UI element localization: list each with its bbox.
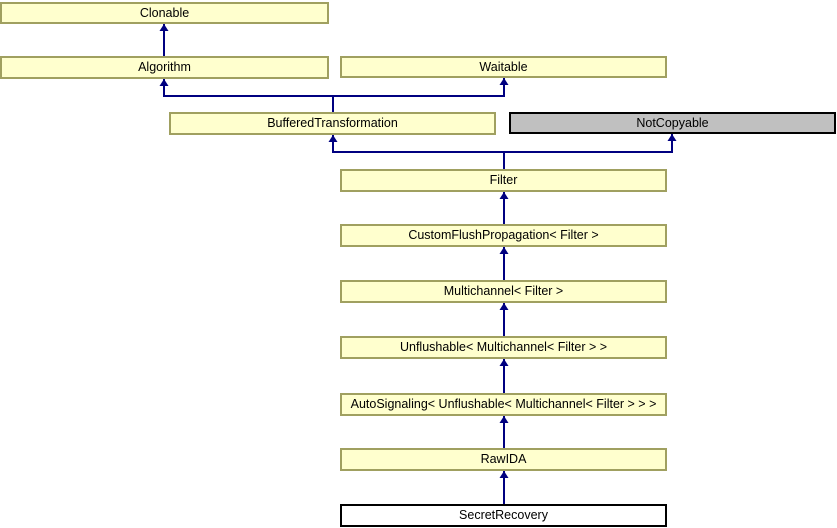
inheritance-edge-filter-to-buffered-transformation — [332, 135, 505, 169]
class-node-label: AutoSignaling< Unflushable< Multichannel… — [350, 397, 657, 412]
class-node-multichannel[interactable]: Multichannel< Filter > — [340, 280, 667, 303]
class-node-label: RawIDA — [480, 452, 527, 467]
class-node-label: Filter — [489, 173, 518, 188]
arrowhead-icon — [159, 24, 169, 31]
class-node-custom-flush-propagation[interactable]: CustomFlushPropagation< Filter > — [340, 224, 667, 247]
inheritance-edge-buffered-transformation-to-algorithm — [163, 79, 334, 112]
arrowhead-icon — [499, 359, 509, 366]
class-node-not-copyable: NotCopyable — [509, 112, 836, 134]
arrowhead-icon — [499, 247, 509, 254]
arrowhead-icon — [499, 471, 509, 478]
class-node-label: NotCopyable — [636, 115, 709, 130]
class-node-algorithm[interactable]: Algorithm — [0, 56, 329, 79]
class-node-filter[interactable]: Filter — [340, 169, 667, 192]
class-node-waitable[interactable]: Waitable — [340, 56, 667, 78]
arrowhead-icon — [328, 135, 338, 142]
arrowhead-icon — [499, 416, 509, 423]
class-node-raw-ida[interactable]: RawIDA — [340, 448, 667, 471]
class-node-label: Waitable — [479, 59, 528, 74]
class-node-label: BufferedTransformation — [267, 116, 398, 131]
class-node-secret-recovery: SecretRecovery — [340, 504, 667, 527]
class-node-auto-signaling[interactable]: AutoSignaling< Unflushable< Multichannel… — [340, 393, 667, 416]
class-node-label: CustomFlushPropagation< Filter > — [408, 228, 599, 243]
class-node-label: Algorithm — [138, 60, 191, 75]
arrowhead-icon — [499, 303, 509, 310]
class-node-unflushable[interactable]: Unflushable< Multichannel< Filter > > — [340, 336, 667, 359]
class-node-label: Unflushable< Multichannel< Filter > > — [399, 340, 608, 355]
arrowhead-icon — [499, 192, 509, 199]
arrowhead-icon — [159, 79, 169, 86]
class-node-label: SecretRecovery — [459, 508, 548, 523]
arrowhead-icon — [667, 134, 677, 141]
class-node-label: Multichannel< Filter > — [443, 284, 564, 299]
arrowhead-icon — [499, 78, 509, 85]
class-node-clonable[interactable]: Clonable — [0, 2, 329, 24]
class-node-buffered-transformation[interactable]: BufferedTransformation — [169, 112, 496, 135]
class-node-label: Clonable — [139, 5, 190, 20]
